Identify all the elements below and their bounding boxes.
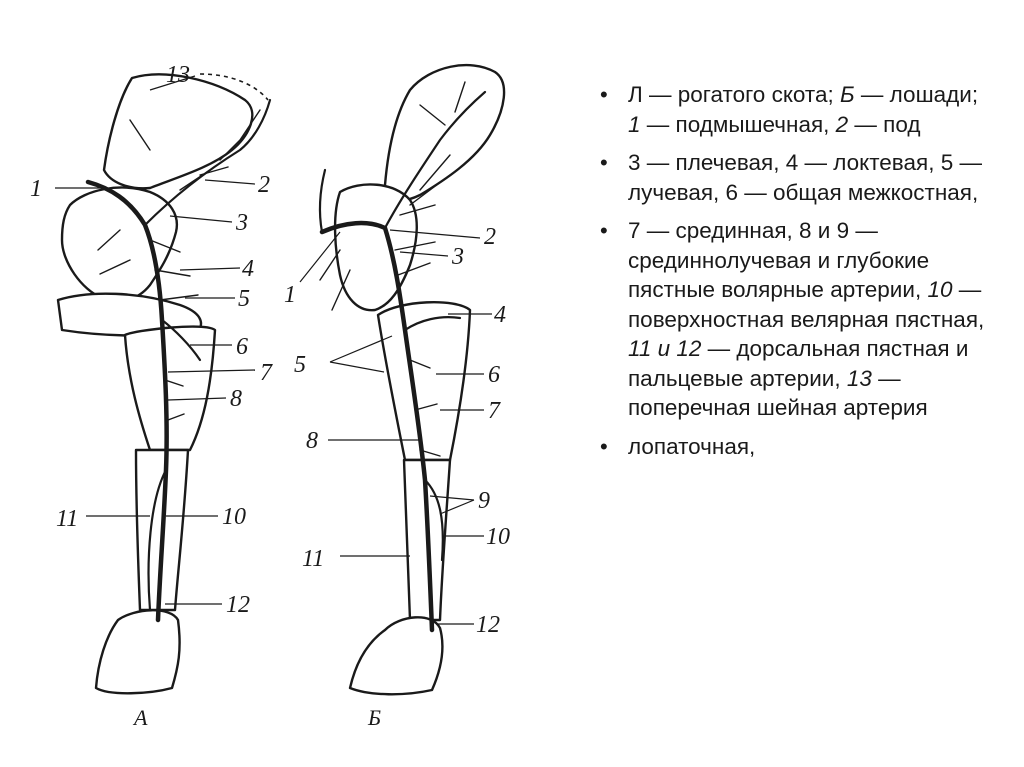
- callout-b-7: 7: [488, 398, 501, 424]
- callout-b-6: 6: [488, 362, 500, 388]
- callout-a-4: 4: [242, 256, 254, 282]
- callout-a-1: 1: [30, 176, 42, 202]
- limb-b-humerus: [335, 184, 417, 310]
- callout-b-5: 5: [294, 352, 306, 378]
- limb-b-hoof: [350, 617, 442, 694]
- callout-b-11: 11: [302, 546, 324, 572]
- callout-a-6: 6: [236, 334, 248, 360]
- legend-text-run: 1: [628, 112, 641, 137]
- callout-b-3: 3: [451, 244, 464, 270]
- callout-a-5: 5: [238, 286, 250, 312]
- callout-b-10: 10: [486, 524, 510, 550]
- callout-b-4: 4: [494, 302, 506, 328]
- legend-text-run: 7 — срединная, 8 и 9 — срединнолучевая и…: [628, 218, 929, 302]
- legend-text-run: — подмышечная,: [641, 112, 836, 137]
- limb-a-scapula: [104, 74, 252, 188]
- legend-text-run: 10: [927, 277, 952, 302]
- limb-arteries-figure: 13 1 2 3 4 5 6 7 8 11 10 12 А: [0, 0, 580, 767]
- callout-b-1: 1: [284, 282, 296, 308]
- legend-text-run: 3 — плечевая, 4 — локтевая, 5 — лучевая,…: [628, 150, 982, 205]
- callout-a-3: 3: [235, 210, 248, 236]
- callout-a-10: 10: [222, 504, 246, 530]
- legend-text-run: Б: [840, 82, 855, 107]
- limb-a-hoof: [96, 610, 180, 693]
- callout-a-12: 12: [226, 592, 250, 618]
- caption-a: А: [132, 705, 148, 730]
- legend-item: 7 — срединная, 8 и 9 — срединнолучевая и…: [596, 216, 996, 423]
- legend-item: 3 — плечевая, 4 — локтевая, 5 — лучевая,…: [596, 148, 996, 207]
- legend-text-run: — лошади;: [855, 82, 978, 107]
- callout-b-8: 8: [306, 428, 318, 454]
- callout-a-8: 8: [230, 386, 242, 412]
- legend-text-run: — под: [848, 112, 920, 137]
- legend-item: Л — рогатого скота; Б — лошади; 1 — подм…: [596, 80, 996, 139]
- callout-a-11: 11: [56, 506, 78, 532]
- limb-b-forearm: [378, 302, 470, 460]
- limb-b-artery-branch: [320, 170, 325, 232]
- legend-item: лопаточная,: [596, 432, 996, 462]
- legend-text-run: 11 и 12: [628, 336, 701, 361]
- callout-b-2: 2: [484, 224, 496, 250]
- legend-text-run: 2: [836, 112, 849, 137]
- callout-a-2: 2: [258, 172, 270, 198]
- legend-text-run: Л — рогатого скота;: [628, 82, 840, 107]
- callout-a-13: 13: [166, 62, 190, 88]
- callout-b-12: 12: [476, 612, 500, 638]
- caption-b: Б: [367, 705, 381, 730]
- callout-a-7: 7: [260, 360, 273, 386]
- callout-b-9: 9: [478, 488, 490, 514]
- legend-text-run: 13: [847, 366, 872, 391]
- limb-b-drawing: [320, 65, 504, 694]
- legend-text-run: лопаточная,: [628, 434, 755, 459]
- legend-bullet-list: Л — рогатого скота; Б — лошади; 1 — подм…: [596, 80, 996, 470]
